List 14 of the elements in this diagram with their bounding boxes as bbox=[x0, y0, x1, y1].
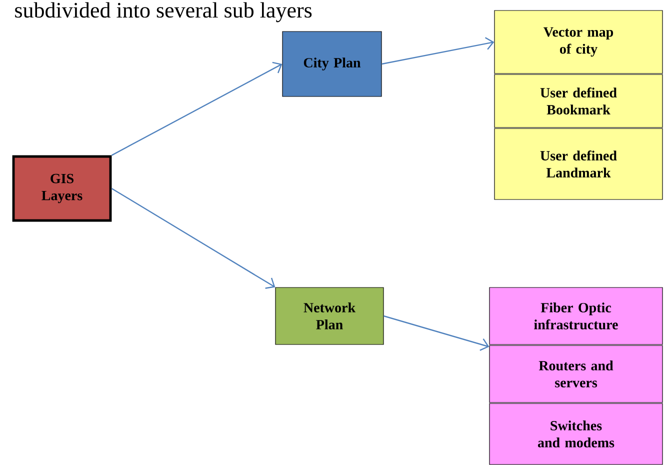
arrow bbox=[382, 37, 494, 65]
sublayer-box: User defined Bookmark bbox=[494, 74, 663, 128]
arrow bbox=[111, 62, 282, 156]
sublayer-box: User defined Landmark bbox=[494, 128, 663, 200]
arrow bbox=[111, 188, 276, 289]
sublayer-box: Switches and modems bbox=[489, 403, 663, 465]
plan-box: Network Plan bbox=[275, 287, 384, 345]
layer-box: GIS Layers bbox=[12, 155, 112, 222]
plan-box: City Plan bbox=[282, 31, 382, 97]
heading-text: subdivided into several sub layers bbox=[15, 2, 312, 22]
sublayer-box: Vector map of city bbox=[494, 10, 663, 74]
sublayer-box: Fiber Optic infrastructure bbox=[489, 287, 663, 345]
arrow bbox=[384, 315, 490, 351]
sublayer-box: Routers and servers bbox=[489, 345, 663, 403]
